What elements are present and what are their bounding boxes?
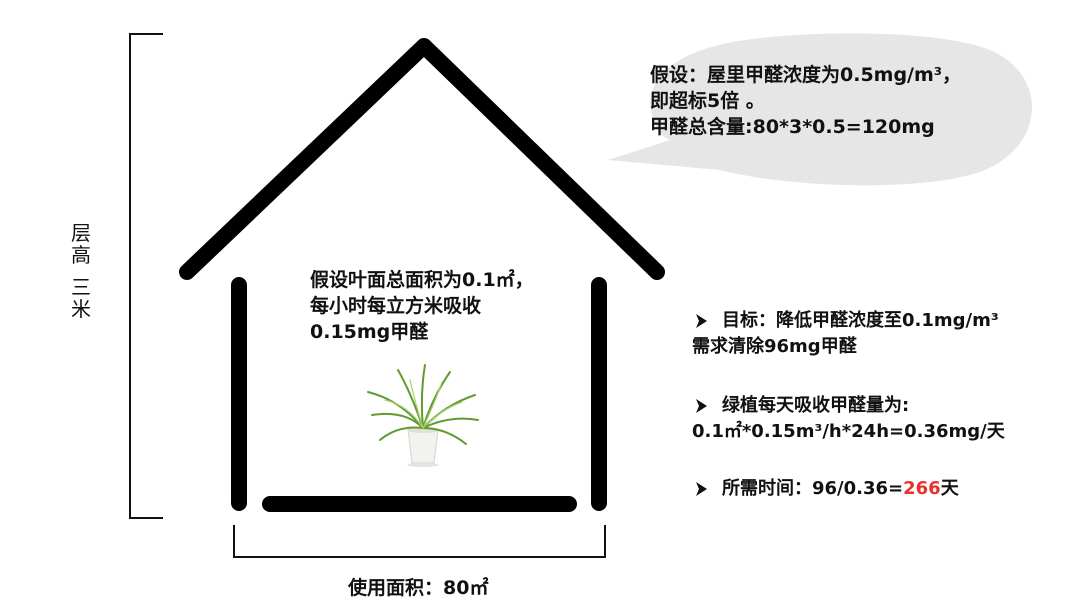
leaf-area-note: 假设叶面总面积为0.1㎡， 每小时每立方米吸收 0.15mg甲醛 xyxy=(310,267,534,345)
height-label-char: 米 xyxy=(71,297,91,321)
bullet-text: 0.1㎡*0.15m³/h*24h=0.36mg/天 xyxy=(692,421,1005,442)
bullet-text: 目标：降低甲醛浓度至0.1mg/m³ xyxy=(722,310,999,331)
bullet-text: 所需时间：96/0.36= xyxy=(722,478,904,499)
leaf-note-line: 0.15mg甲醛 xyxy=(310,321,429,343)
speech-bubble xyxy=(608,33,1033,186)
house-roof xyxy=(179,38,665,280)
bubble-line: 即超标5倍 。 xyxy=(650,90,765,112)
leaf-note-line: 每小时每立方米吸收 xyxy=(310,295,482,317)
area-label: 使用面积：80㎡ xyxy=(348,577,489,599)
bubble-text: 假设：屋里甲醛浓度为0.5mg/m³， 即超标5倍 。 甲醛总含量:80*3*0… xyxy=(650,62,961,140)
potted-spider-plant-icon xyxy=(367,364,479,467)
bullet-goal: 目标：降低甲醛浓度至0.1mg/m³ 需求清除96mg甲醛 xyxy=(692,308,999,360)
height-label-char: 三 xyxy=(71,275,91,299)
bubble-line: 甲醛总含量:80*3*0.5=120mg xyxy=(650,116,935,138)
height-label-char: 层 xyxy=(71,221,91,245)
leaf-note-line: 假设叶面总面积为0.1㎡， xyxy=(310,269,534,291)
height-label-char: 高 xyxy=(71,243,91,267)
arrow-bullet-icon xyxy=(696,314,707,496)
bullet-daily-absorption: 绿植每天吸收甲醛量为: 0.1㎡*0.15m³/h*24h=0.36mg/天 xyxy=(692,393,1005,445)
height-bracket xyxy=(129,33,163,519)
height-label: 层 高 三 米 xyxy=(67,222,95,320)
bullet-required-time: 所需时间：96/0.36=266天 xyxy=(692,476,959,502)
bullet-text: 天 xyxy=(940,478,959,499)
bullet-text: 绿植每天吸收甲醛量为: xyxy=(722,395,910,416)
bubble-line: 假设：屋里甲醛浓度为0.5mg/m³， xyxy=(650,64,962,86)
highlight-days: 266 xyxy=(903,478,941,499)
width-bracket xyxy=(233,525,606,558)
bullet-text: 需求清除96mg甲醛 xyxy=(692,336,857,357)
